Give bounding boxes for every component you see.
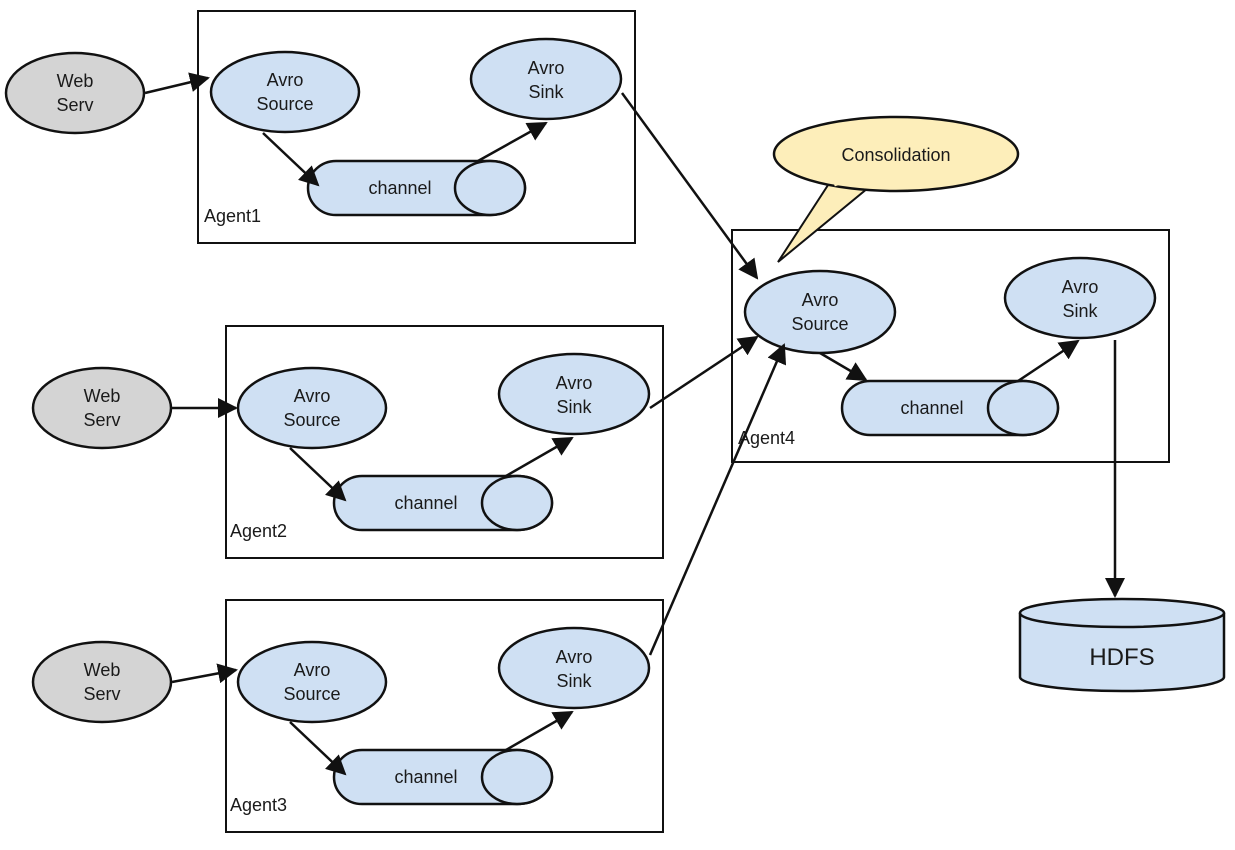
hdfs-storage: HDFS [1018, 597, 1226, 693]
agent-2-channel-to-sink-arrow [505, 436, 574, 478]
agent-1-channel-label: channel [368, 178, 431, 198]
agent-3-web-line1: Web [84, 660, 121, 680]
agent-4-source-line2: Source [791, 314, 848, 334]
agent-3-avro-source: Avro Source [236, 640, 388, 724]
agent-2-sink-to-agent-4-source-arrow [649, 335, 759, 410]
consolidation-callout: Consolidation [772, 115, 1020, 263]
agent-3-box [225, 599, 664, 833]
agent-1-label: Agent1 [204, 206, 261, 226]
agent-3-web-line2: Serv [83, 684, 120, 704]
agent-2-label: Agent2 [230, 521, 287, 541]
agent-4-sink-line2: Sink [1062, 301, 1098, 321]
agent-4-label: Agent4 [738, 428, 795, 448]
agent-3-channel-to-sink-arrow [505, 710, 574, 752]
agent-3-sink-line2: Sink [556, 671, 592, 691]
agent-3-avro-sink: Avro Sink [497, 626, 651, 710]
agent-4-source-line1: Avro [802, 290, 839, 310]
agent-2-web-line2: Serv [83, 410, 120, 430]
agent-2-source-line1: Avro [294, 386, 331, 406]
agent-3-source-line2: Source [283, 684, 340, 704]
agent-1-avro-source: Avro Source [209, 50, 361, 134]
agent-4-avro-source: Avro Source [743, 269, 897, 355]
agent-1-box [197, 10, 636, 244]
agent-1-channel-to-sink-arrow [477, 121, 548, 163]
agent-1-web-line2: Serv [56, 95, 93, 115]
agent-3-source-to-channel-arrow [289, 721, 347, 776]
agent-2-avro-sink: Avro Sink [497, 352, 651, 436]
agent-3-web-serv: Web Serv [31, 640, 173, 724]
agent-4-avro-sink: Avro Sink [1003, 256, 1157, 340]
agent-4-source-to-channel-arrow [819, 351, 868, 382]
agent-2-channel-label: channel [394, 493, 457, 513]
agent-3-channel: channel [332, 748, 554, 806]
agent-1-sink-line1: Avro [528, 58, 565, 78]
agent-2-source-line2: Source [283, 410, 340, 430]
agent-3-label: Agent3 [230, 795, 287, 815]
agent-1-web-serv: Web Serv [4, 51, 146, 135]
agent-1-source-line1: Avro [267, 70, 304, 90]
agent-2-sink-line2: Sink [556, 397, 592, 417]
agent-3: Agent3 Avro Source Avro Sink channel Web… [31, 599, 664, 833]
agent-1-source-line2: Source [256, 94, 313, 114]
agent-1-sink-line2: Sink [528, 82, 564, 102]
agent-4-box [731, 229, 1170, 463]
agent-4-channel: channel [840, 379, 1060, 437]
agent-4-sink-line1: Avro [1062, 277, 1099, 297]
agent-3-sink-line1: Avro [556, 647, 593, 667]
agent-1: Agent1 Avro Source Avro Sink channel Web… [4, 10, 636, 244]
agent-2-web-line1: Web [84, 386, 121, 406]
agent-2-channel: channel [332, 474, 554, 532]
agent-3-sink-to-agent-4-source-arrow [648, 343, 787, 656]
consolidation-callout-label: Consolidation [841, 145, 950, 165]
agent-3-source-line1: Avro [294, 660, 331, 680]
agent-1-web-line1: Web [57, 71, 94, 91]
agent-2-sink-line1: Avro [556, 373, 593, 393]
agent-3-channel-label: channel [394, 767, 457, 787]
agent-1-source-to-channel-arrow [262, 132, 320, 187]
agent-2-avro-source: Avro Source [236, 366, 388, 450]
agent-2-web-serv: Web Serv [31, 366, 173, 450]
hdfs-label: HDFS [1089, 644, 1154, 671]
agent-4-channel-label: channel [900, 398, 963, 418]
agent-4: Agent4 Avro Source Avro Sink channel [731, 229, 1170, 463]
agent-2-source-to-channel-arrow [289, 447, 347, 502]
agent-3-web-to-source-arrow [171, 663, 238, 684]
agent-2: Agent2 Avro Source Avro Sink channel Web… [31, 325, 664, 559]
agent-1-web-to-source-arrow [144, 72, 210, 95]
agent-4-channel-to-sink-arrow [1017, 339, 1080, 383]
agent-1-channel: channel [306, 159, 527, 217]
agent-1-avro-sink: Avro Sink [469, 37, 623, 121]
agent-1-sink-to-agent-4-source-arrow [620, 92, 759, 280]
agent-2-box [225, 325, 664, 559]
